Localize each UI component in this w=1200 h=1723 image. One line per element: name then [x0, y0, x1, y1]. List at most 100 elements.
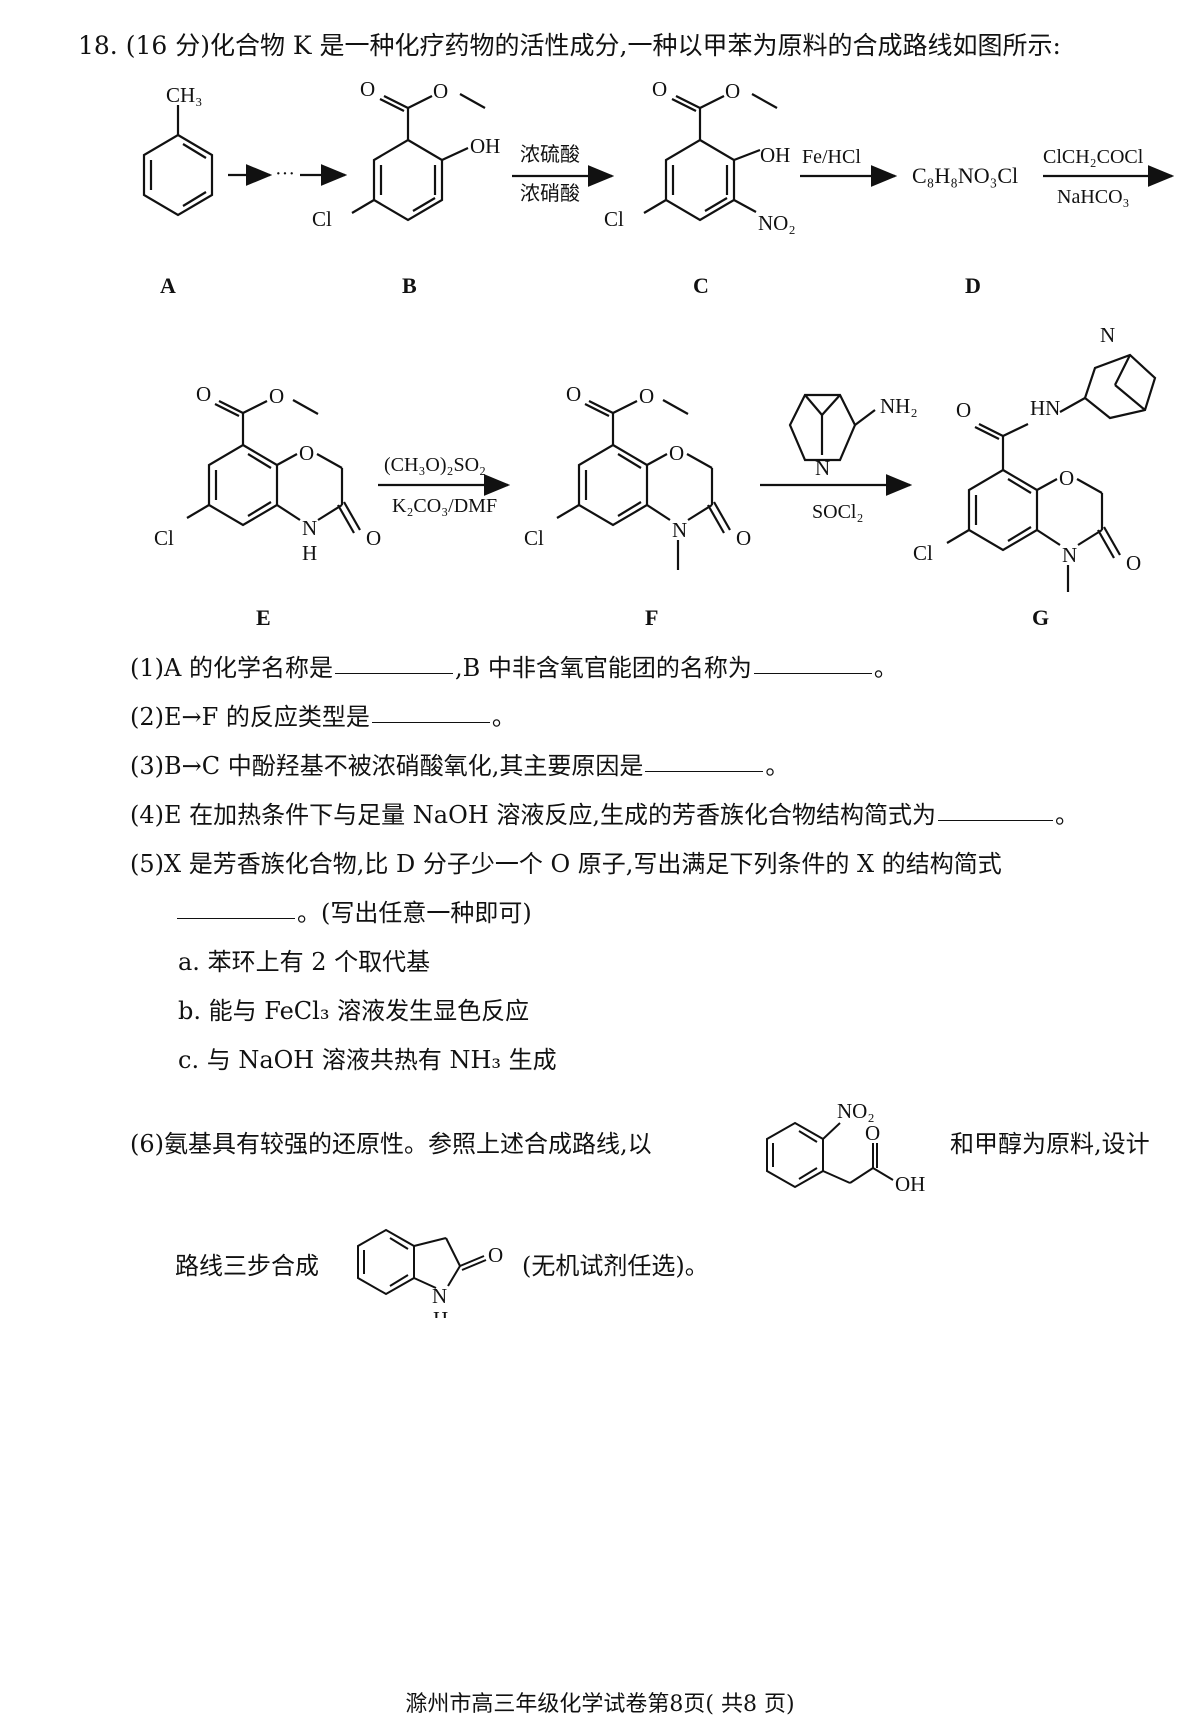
part-5-line-2: 。(写出任意一种即可): [175, 893, 532, 928]
atom-hn-g: HN: [1030, 396, 1060, 420]
part-4: (4)E 在加热条件下与足量 NaOH 溶液反应,生成的芳香族化合物结构简式为 。: [130, 795, 1079, 830]
label-d: D: [965, 273, 981, 298]
part-2-end: 。: [491, 703, 516, 731]
atom-o-f3: O: [669, 441, 684, 465]
atom-cl-c: Cl: [604, 207, 624, 231]
atom-o-indolinone: O: [488, 1243, 503, 1267]
molecule-f: [556, 399, 731, 570]
atom-n-g-ring: N: [1100, 323, 1115, 347]
part-5: (5)X 是芳香族化合物,比 D 分子少一个 O 原子,写出满足下列条件的 X …: [130, 844, 1002, 879]
question-number: 18.: [78, 31, 118, 60]
part-4-end: 。: [1054, 801, 1079, 829]
atom-cl-g: Cl: [913, 541, 933, 565]
part-1: (1)A 的化学名称是 ,B 中非含氧官能团的名称为 。: [130, 648, 898, 683]
atom-o-g2: O: [1059, 466, 1074, 490]
page-footer: 滁州市高三年级化学试卷第8页( 共8 页): [405, 1692, 795, 1717]
atom-ch3-a: CH₃: [166, 83, 203, 107]
molecule-g: [946, 353, 1157, 592]
answer-blank-1b[interactable]: [753, 672, 872, 674]
atom-n-quin: N: [815, 456, 830, 480]
atom-oh-inline: OH: [895, 1172, 925, 1196]
label-a: A: [160, 273, 176, 298]
part-6-text-d: (无机试剂任选)。: [522, 1252, 709, 1280]
atom-n-g: N: [1062, 543, 1077, 567]
part-2-text: (2)E→F 的反应类型是: [130, 703, 370, 731]
atom-o-inline: O: [865, 1121, 880, 1145]
atom-o-e1: O: [196, 382, 211, 406]
part-3-end: 。: [765, 752, 790, 780]
part-5-text-a: (5)X 是芳香族化合物,比 D 分子少一个 O 原子,写出满足下列条件的 X …: [130, 850, 1002, 878]
atom-n-e: N: [302, 516, 317, 540]
question-text: (16 分)化合物 K 是一种化疗药物的活性成分,一种以甲苯为原料的合成路线如图…: [125, 31, 1061, 60]
part-6-text-b: 和甲醇为原料,设计: [950, 1130, 1150, 1158]
atom-cl-b: Cl: [312, 207, 332, 231]
atom-o-e4: O: [366, 526, 381, 550]
answer-blank-1a[interactable]: [334, 672, 453, 674]
answer-blank-5[interactable]: [177, 917, 295, 919]
question-header: 18. (16 分)化合物 K 是一种化疗药物的活性成分,一种以甲苯为原料的合成…: [78, 26, 1061, 62]
molecule-c: [643, 93, 778, 222]
part-5-text-b: 。(写出任意一种即可): [297, 899, 532, 927]
atom-h-indolinone: H: [433, 1307, 448, 1318]
part-3: (3)B→C 中酚羟基不被浓硝酸氧化,其主要原因是 。: [130, 746, 789, 781]
part-4-text: (4)E 在加热条件下与足量 NaOH 溶液反应,生成的芳香族化合物结构简式为: [130, 801, 936, 829]
answer-blank-2[interactable]: [371, 721, 490, 723]
atom-o-c1: O: [652, 77, 667, 101]
reagent-de-bottom: NaHCO₃: [1057, 186, 1130, 208]
part-6-text-c: 路线三步合成: [175, 1252, 319, 1280]
part-1-text-b: ,B 中非含氧官能团的名称为: [454, 654, 752, 682]
atom-n-f: N: [672, 518, 687, 542]
atom-o-b2: O: [433, 79, 448, 103]
condition-b: b. 能与 FeCl₃ 溶液发生显色反应: [178, 997, 530, 1025]
atom-cl-f: Cl: [524, 526, 544, 550]
reagent-ef-top: (CH₃O)₂SO₂: [384, 454, 486, 476]
arrow-dots: ···: [275, 163, 295, 185]
atom-o-g3: O: [1126, 551, 1141, 575]
part-6-line-1: (6)氨基具有较强的还原性。参照上述合成路线,以: [130, 1124, 652, 1159]
quinuclidinamine: [788, 393, 876, 462]
atom-o-b1: O: [360, 77, 375, 101]
reagent-de-top: ClCH₂COCl: [1043, 146, 1144, 168]
label-g: G: [1032, 605, 1049, 630]
atom-oh-c: OH: [760, 143, 790, 167]
reagent-bc-bottom: 浓硝酸: [520, 182, 580, 205]
reagent-cd: Fe/HCl: [802, 146, 861, 168]
synthesis-scheme: CH₃ ··· O O OH Cl 浓硫酸 浓硝酸 O O OH Cl NO₂ …: [142, 77, 1175, 630]
atom-h-e: H: [302, 541, 317, 565]
label-c: C: [693, 273, 709, 298]
answer-blank-4[interactable]: [937, 819, 1053, 821]
atom-no2-c: NO₂: [758, 211, 796, 235]
atom-o-f1: O: [566, 382, 581, 406]
part-2: (2)E→F 的反应类型是 。: [130, 697, 516, 732]
formula-d: C₈H₈NO₃Cl: [912, 163, 1018, 188]
answer-blank-3[interactable]: [645, 770, 764, 772]
molecule-e: [186, 399, 361, 534]
atom-o-e3: O: [299, 441, 314, 465]
condition-c: c. 与 NaOH 溶液共热有 NH₃ 生成: [178, 1046, 557, 1074]
reagent-bc-top: 浓硫酸: [520, 143, 580, 166]
indolinone-structure: N H O: [357, 1228, 503, 1318]
molecule-b: [351, 93, 486, 222]
label-e: E: [256, 605, 271, 630]
atom-o-e2: O: [269, 384, 284, 408]
atom-no2-inline: NO₂: [837, 1099, 875, 1123]
atom-n-indolinone: N: [432, 1284, 447, 1308]
atom-nh2: NH₂: [880, 394, 918, 418]
atom-cl-e: Cl: [154, 526, 174, 550]
reagent-fg: SOCl₂: [812, 501, 863, 523]
condition-a: a. 苯环上有 2 个取代基: [178, 948, 431, 976]
reagent-ef-bottom: K₂CO₃/DMF: [392, 495, 497, 517]
part-6-text-a: (6)氨基具有较强的还原性。参照上述合成路线,以: [130, 1130, 652, 1158]
atom-o-f2: O: [639, 384, 654, 408]
atom-o-f4: O: [736, 526, 751, 550]
part-3-text: (3)B→C 中酚羟基不被浓硝酸氧化,其主要原因是: [130, 752, 644, 780]
label-b: B: [402, 273, 417, 298]
label-f: F: [645, 605, 658, 630]
nitrophenylacetic-acid-structure: NO₂ O OH: [766, 1099, 925, 1196]
part-1-text-a: (1)A 的化学名称是: [130, 654, 333, 682]
atom-oh-b: OH: [470, 134, 500, 158]
atom-o-c2: O: [725, 79, 740, 103]
atom-o-g1: O: [956, 398, 971, 422]
molecule-a: [142, 105, 214, 217]
part-1-end: 。: [873, 654, 898, 682]
